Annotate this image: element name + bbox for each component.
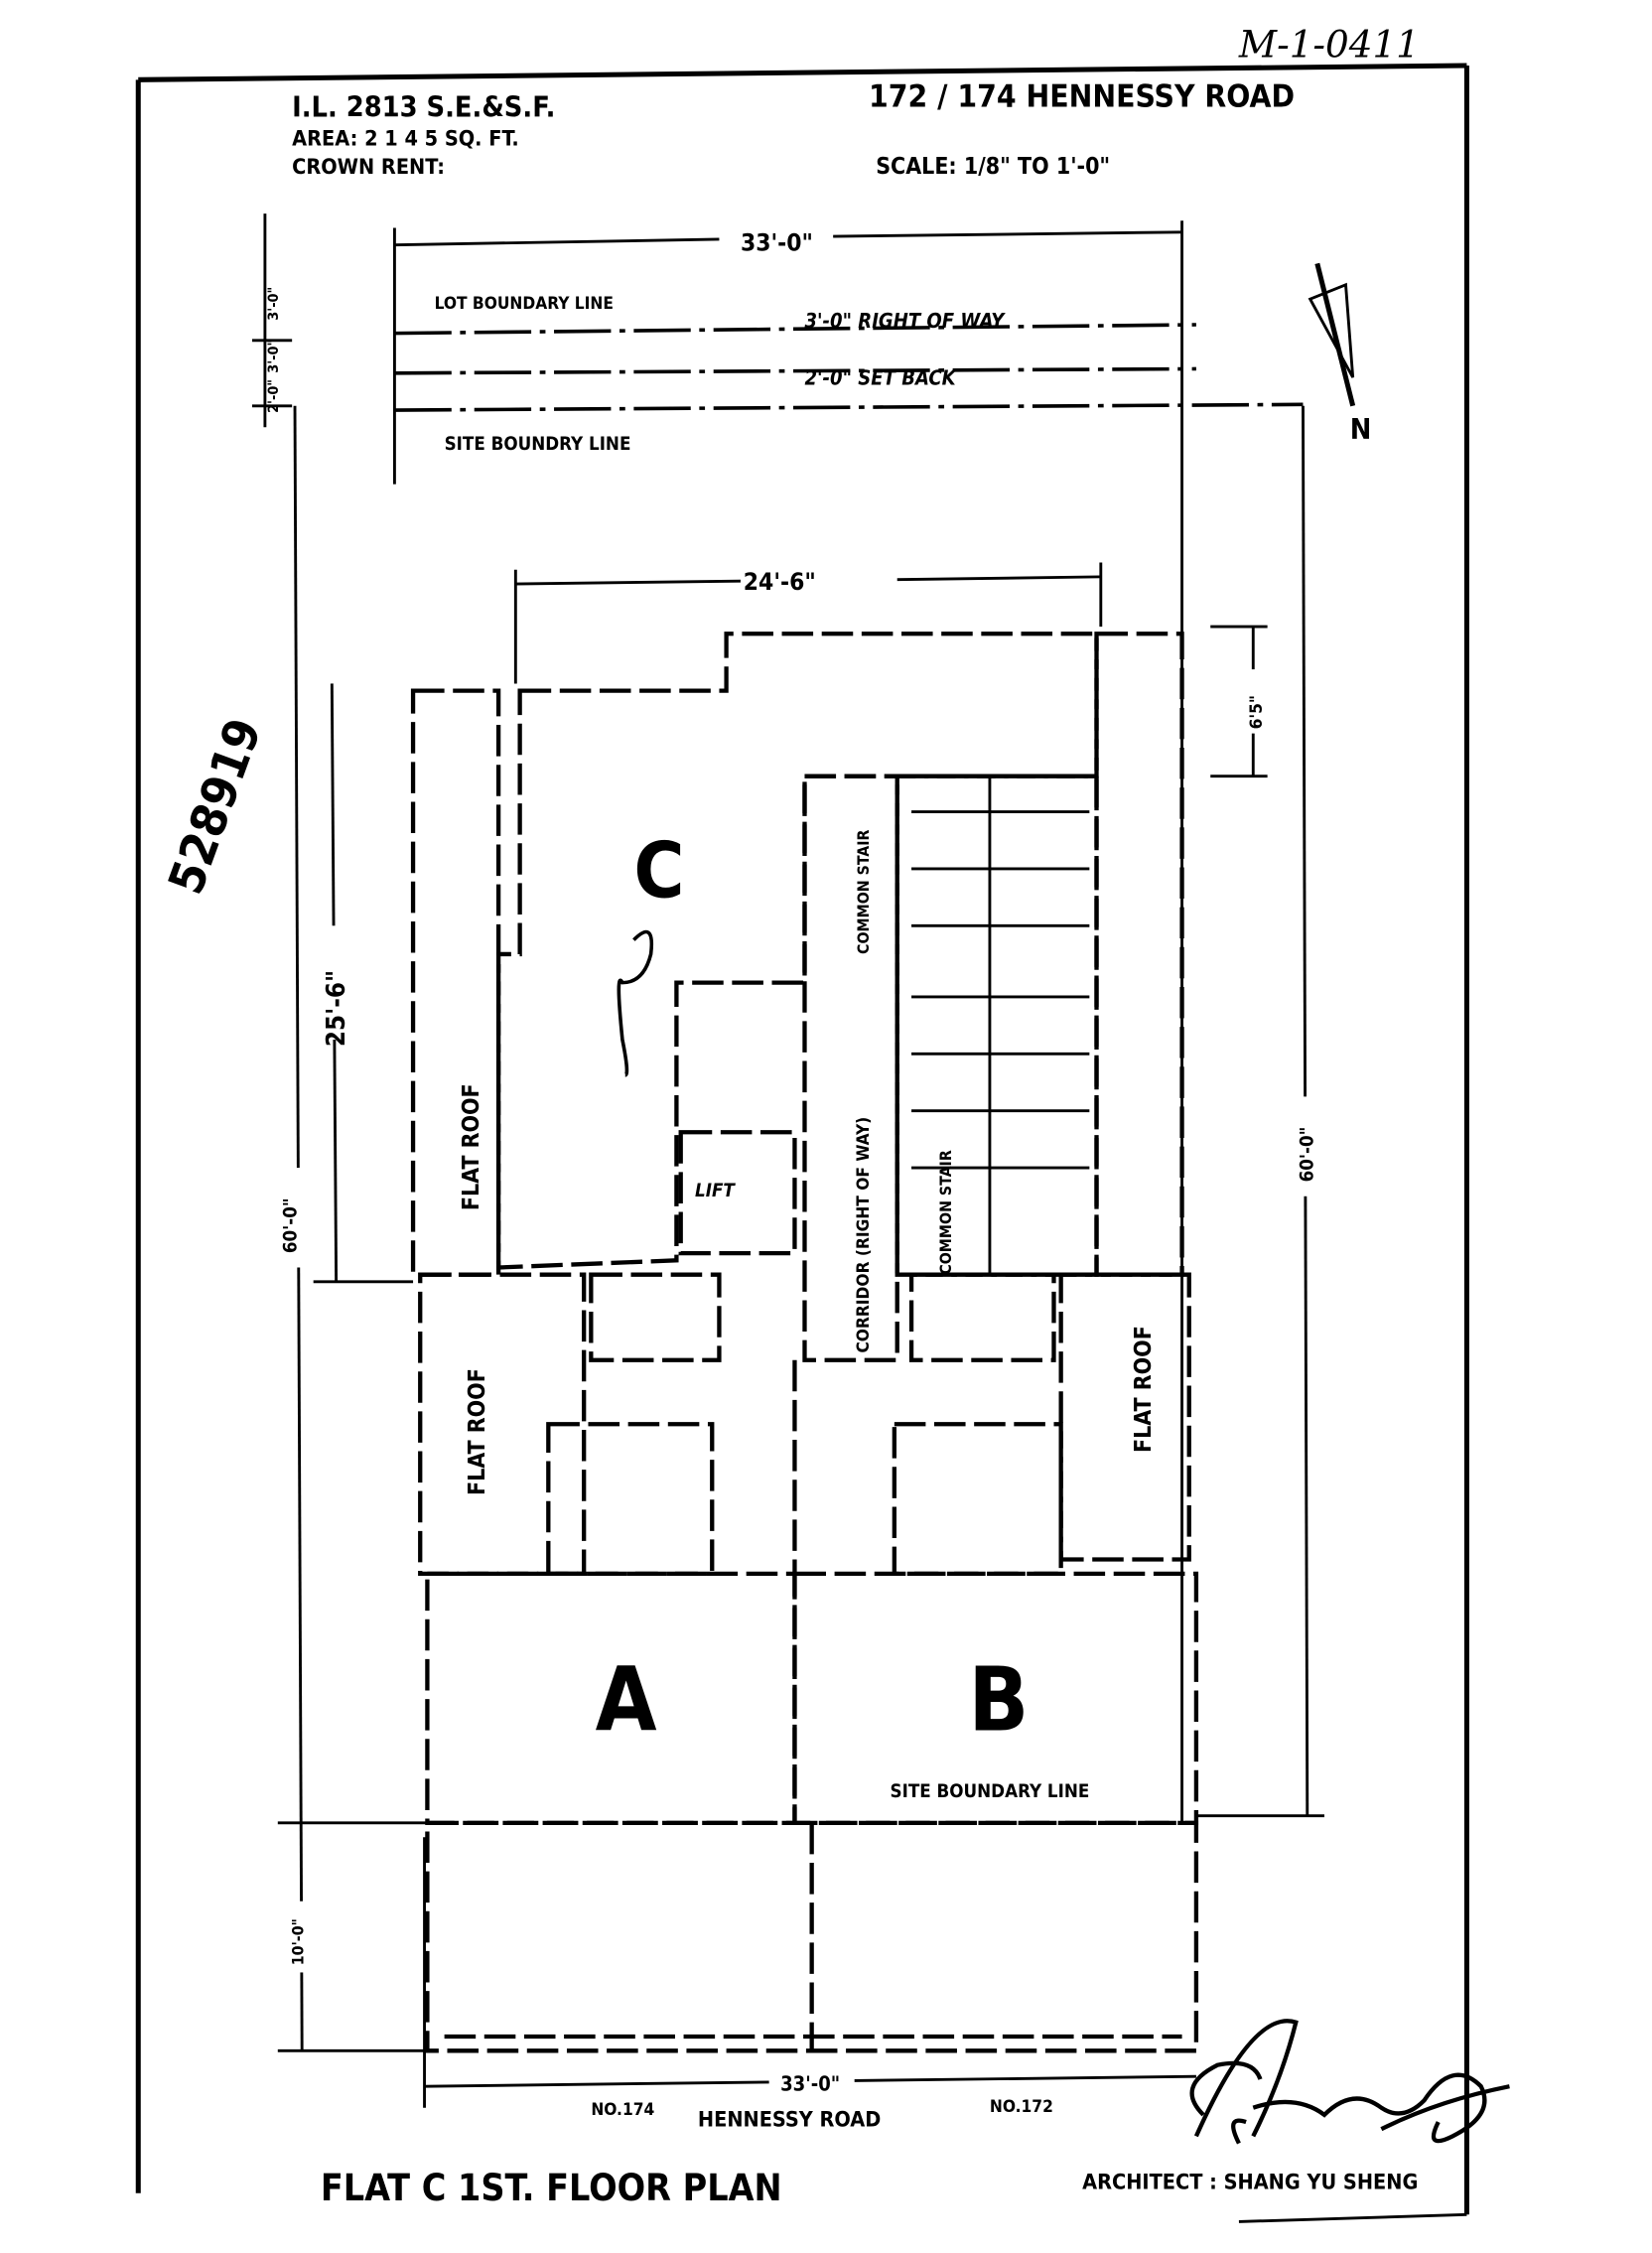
flat-roof-right-upper — [1094, 632, 1184, 1277]
address-title: 172 / 174 HENNESSY ROAD — [869, 79, 1295, 115]
lift-shaft — [678, 1130, 797, 1256]
boundary-lines — [394, 323, 1304, 412]
crown-rent: CROWN RENT: — [292, 155, 445, 180]
svg-text:6'5": 6'5" — [1247, 695, 1267, 729]
svg-text:N: N — [1350, 412, 1372, 446]
common-stair-label-1: COMMON STAIR — [854, 829, 873, 953]
right-of-way-label: 3'-0" RIGHT OF WAY — [804, 309, 1006, 333]
svg-text:60'-0": 60'-0" — [1298, 1127, 1318, 1183]
flat-c-depth-dimension: 25'-6" — [313, 683, 414, 1284]
unit-c-letter: C — [633, 827, 684, 916]
right-depth-dimension: 60'-0" — [1195, 405, 1324, 1818]
svg-text:33'-0": 33'-0" — [741, 227, 813, 256]
unit-b-letter: B — [968, 1648, 1029, 1752]
site-boundary-label-top: SITE BOUNDRY LINE — [445, 434, 631, 455]
architect-name: ARCHITECT : SHANG YU SHENG — [1082, 2170, 1418, 2194]
handwritten-mark — [617, 929, 654, 1077]
lot-boundary-label: LOT BOUNDARY LINE — [435, 294, 614, 314]
architect-signature — [1189, 2019, 1510, 2145]
svg-text:2'-0": 2'-0" — [266, 379, 282, 413]
flat-roof-left-upper — [410, 688, 501, 1277]
flat-roof-label-3: FLAT ROOF — [1131, 1326, 1157, 1453]
lift-label: LIFT — [695, 1181, 736, 1201]
front-balcony — [425, 1820, 1199, 2053]
unit-a-letter: A — [596, 1648, 657, 1752]
svg-text:33'-0": 33'-0" — [780, 2071, 840, 2095]
lot-number: I.L. 2813 S.E.&S.F. — [292, 90, 555, 124]
drawing-scale: SCALE: 1/8" TO 1'-0" — [876, 154, 1110, 180]
street-name: HENNESSY ROAD — [698, 2107, 881, 2132]
handwritten-reference: M-1-0411 — [1238, 22, 1420, 66]
bottom-width-dimension: 33'-0" — [423, 1837, 1196, 2108]
file-number: 528919 — [159, 711, 273, 901]
small-left-dimensions: 3'-0" 3'-0" 2'-0" — [251, 213, 293, 428]
top-width-dimension: 33'-0" — [392, 220, 1183, 1823]
flat-c-area — [495, 632, 1099, 1270]
svg-text:24'-6": 24'-6" — [744, 567, 816, 596]
drawing-title: FLAT C 1ST. FLOOR PLAN — [321, 2166, 782, 2209]
flat-roof-left-lower — [418, 1272, 587, 1577]
top-right-depth-dimension: 6'5" — [1210, 625, 1271, 778]
flat-roof-label-1: FLAT ROOF — [459, 1083, 484, 1210]
common-stair-label-2: COMMON STAIR — [936, 1150, 955, 1274]
no-172-label: NO.172 — [990, 2097, 1053, 2117]
svg-text:10'-0": 10'-0" — [289, 1918, 308, 1965]
site-boundary-label-bottom: SITE BOUNDARY LINE — [891, 1781, 1090, 1802]
no-174-label: NO.174 — [591, 2100, 654, 2120]
corridor-label: CORRIDOR (RIGHT OF WAY) — [854, 1117, 874, 1353]
building-plan — [410, 632, 1199, 2053]
flat-roof-label-2: FLAT ROOF — [465, 1368, 490, 1495]
site-area: AREA: 2 1 4 5 SQ. FT. — [292, 126, 519, 151]
north-arrow-icon: N — [1308, 262, 1372, 446]
svg-text:25'-6": 25'-6" — [322, 970, 351, 1047]
inner-width-dimension: 24'-6" — [513, 562, 1103, 684]
sheet-frame — [135, 63, 1469, 2223]
left-depth-dimension: 60'-0" 10'-0" — [277, 405, 428, 2052]
svg-text:60'-0": 60'-0" — [280, 1197, 301, 1253]
flat-roof-right-lower — [1058, 1272, 1191, 1562]
set-back-label: 2'-0" SET BACK — [804, 365, 957, 389]
svg-text:3'-0": 3'-0" — [266, 340, 282, 373]
svg-text:3'-0": 3'-0" — [266, 287, 282, 321]
